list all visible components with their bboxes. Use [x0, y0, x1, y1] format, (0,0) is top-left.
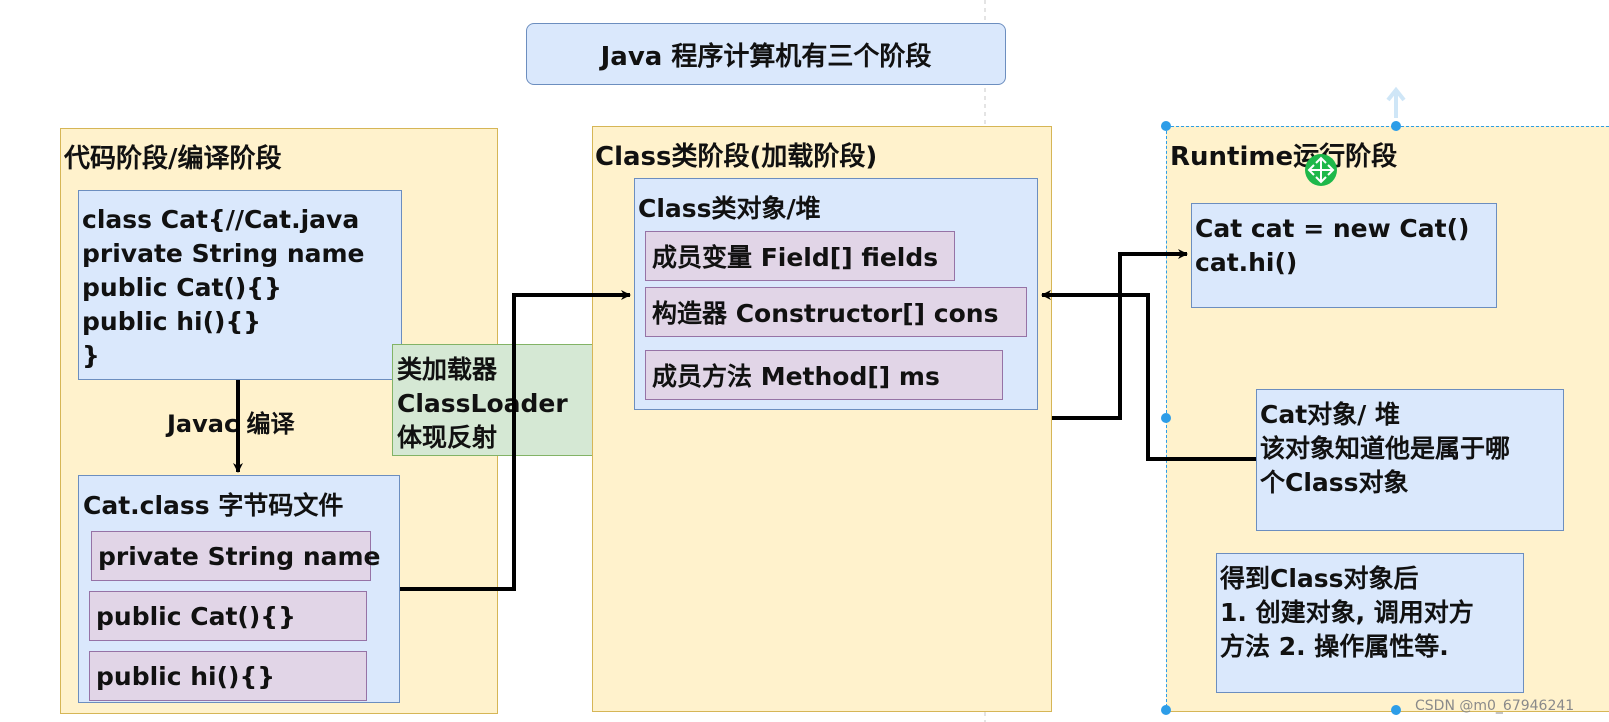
- classloader-box[interactable]: 类加载器 ClassLoader 体现反射: [392, 344, 604, 456]
- classloader-line: ClassLoader: [397, 389, 568, 418]
- resize-handle-icon[interactable]: [1161, 705, 1171, 715]
- class-member-constructors[interactable]: 构造器 Constructor[] cons: [645, 287, 1027, 337]
- cat-object-line: 该对象知道他是属于哪: [1260, 434, 1511, 463]
- cat-object-line: Cat对象/ 堆: [1260, 400, 1401, 429]
- resize-handle-icon[interactable]: [1391, 121, 1401, 131]
- cat-object-box[interactable]: Cat对象/ 堆 该对象知道他是属于哪 个Class对象: [1256, 389, 1564, 531]
- watermark: CSDN @m0_67946241: [1415, 698, 1575, 714]
- class-object-box[interactable]: Class类对象/堆 成员变量 Field[] fields 构造器 Const…: [634, 178, 1038, 410]
- bytecode-member[interactable]: public hi(){}: [89, 651, 367, 701]
- usage-note-line: 方法 2. 操作属性等.: [1220, 632, 1449, 661]
- bytecode-box[interactable]: Cat.class 字节码文件 private String name publ…: [78, 475, 400, 703]
- compile-label: Javac 编译: [167, 410, 295, 438]
- source-code-line: private String name: [82, 239, 365, 268]
- usage-note-line: 得到Class对象后: [1220, 564, 1419, 593]
- runtime-code-box[interactable]: Cat cat = new Cat() cat.hi(): [1191, 203, 1497, 308]
- usage-note-box[interactable]: 得到Class对象后 1. 创建对象, 调用对方 方法 2. 操作属性等.: [1216, 553, 1524, 693]
- bytecode-title: Cat.class 字节码文件: [83, 491, 344, 520]
- runtime-code-line: cat.hi(): [1195, 248, 1298, 277]
- rotate-handle-arrow: [1386, 86, 1406, 118]
- stage-class-title: Class类阶段(加载阶段): [595, 142, 878, 172]
- stage-runtime-title: Runtime运行阶段: [1170, 142, 1398, 172]
- source-code-box[interactable]: class Cat{//Cat.java private String name…: [78, 190, 402, 380]
- runtime-code-line: Cat cat = new Cat(): [1195, 214, 1470, 243]
- classloader-line: 体现反射: [397, 423, 498, 452]
- source-code-line: class Cat{//Cat.java: [82, 205, 360, 234]
- diagram-title-text: Java 程序计算机有三个阶段: [600, 41, 932, 72]
- source-code-line: public Cat(){}: [82, 273, 282, 302]
- bytecode-member[interactable]: public Cat(){}: [89, 591, 367, 641]
- usage-note-line: 1. 创建对象, 调用对方: [1220, 598, 1474, 627]
- class-reference-arrow: [1041, 290, 1256, 461]
- class-member-methods[interactable]: 成员方法 Method[] ms: [645, 350, 1003, 400]
- classloader-line: 类加载器: [397, 355, 498, 384]
- resize-handle-icon[interactable]: [1391, 705, 1401, 715]
- diagram-title[interactable]: Java 程序计算机有三个阶段: [526, 23, 1006, 85]
- resize-handle-icon[interactable]: [1161, 413, 1171, 423]
- classloader-arrow: [400, 290, 631, 591]
- stage-compile-title: 代码阶段/编译阶段: [64, 144, 282, 174]
- instantiate-arrow: [1052, 249, 1188, 420]
- bytecode-member[interactable]: private String name: [91, 531, 381, 581]
- class-member-fields[interactable]: 成员变量 Field[] fields: [645, 231, 955, 281]
- resize-handle-icon[interactable]: [1161, 121, 1171, 131]
- source-code-line: }: [82, 341, 100, 370]
- source-code-line: public hi(){}: [82, 307, 262, 336]
- class-object-title: Class类对象/堆: [638, 194, 821, 223]
- cat-object-line: 个Class对象: [1260, 468, 1409, 497]
